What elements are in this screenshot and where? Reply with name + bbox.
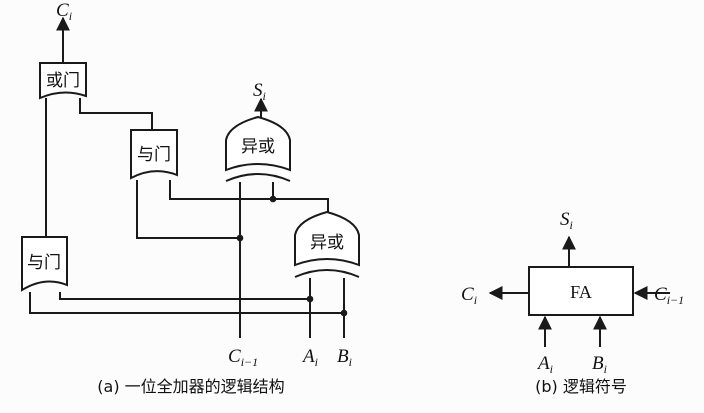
xor-gate-bottom-body: [294, 210, 360, 267]
b-input-label: Bi: [337, 346, 352, 369]
fa-label: FA: [570, 282, 592, 302]
junction-dot: [236, 234, 244, 242]
logic-structure-panel: 或门 与门 与门 异或 异或 Ci Si: [21, 0, 360, 396]
circuit-wires: [29, 16, 348, 338]
xor-gate-top-label: 异或: [241, 137, 275, 157]
logic-symbol-panel: FA Si Ci Ci−1 Ai Bi (b) 逻辑符号: [461, 209, 684, 396]
fa-sum-label: Si: [560, 209, 573, 232]
xor-gate-bottom-extra-arc: [294, 269, 360, 278]
xor-gate-bottom: 异或: [294, 210, 360, 278]
or-gate: 或门: [39, 62, 87, 100]
a-to-and-wire: [59, 292, 310, 300]
carry-in-to-and-wire: [136, 180, 240, 239]
and-gate-top-body: [130, 129, 178, 180]
and-gate-bottom-label: 与门: [27, 253, 61, 273]
xor-gate-bottom-label: 异或: [310, 233, 344, 253]
and-gate-bottom-body: [21, 236, 68, 292]
xor-gate-top-extra-arc: [225, 173, 291, 182]
fa-a-label: Ai: [536, 353, 553, 376]
symbol-caption: (b) 逻辑符号: [535, 377, 627, 396]
junction-dot: [340, 309, 348, 317]
carry-input-label: Ci−1: [228, 346, 258, 369]
and-gate-top: 与门: [130, 129, 178, 180]
a-input-label: Ai: [301, 346, 318, 369]
carry-output-label: Ci: [56, 0, 72, 23]
and-gate-bottom: 与门: [21, 236, 68, 292]
xor-gate-top-body: [225, 115, 291, 172]
sum-output-label: Si: [253, 80, 266, 103]
fa-carry-out-label: Ci: [461, 284, 477, 307]
and-gate-top-label: 与门: [137, 145, 171, 165]
or-gate-body: [39, 62, 87, 100]
fa-carry-in-label: Ci−1: [654, 284, 684, 307]
xor-gate-top: 异或: [225, 115, 291, 182]
circuit-caption: (a) 一位全加器的逻辑结构: [97, 377, 284, 396]
or-gate-label: 或门: [46, 71, 80, 91]
junction-dot: [306, 295, 314, 303]
b-to-and-wire: [29, 292, 344, 314]
fa-b-label: Bi: [592, 353, 607, 376]
junction-dot: [269, 195, 277, 203]
fa-box: [528, 266, 634, 316]
or-input-from-top-and: [79, 98, 153, 130]
